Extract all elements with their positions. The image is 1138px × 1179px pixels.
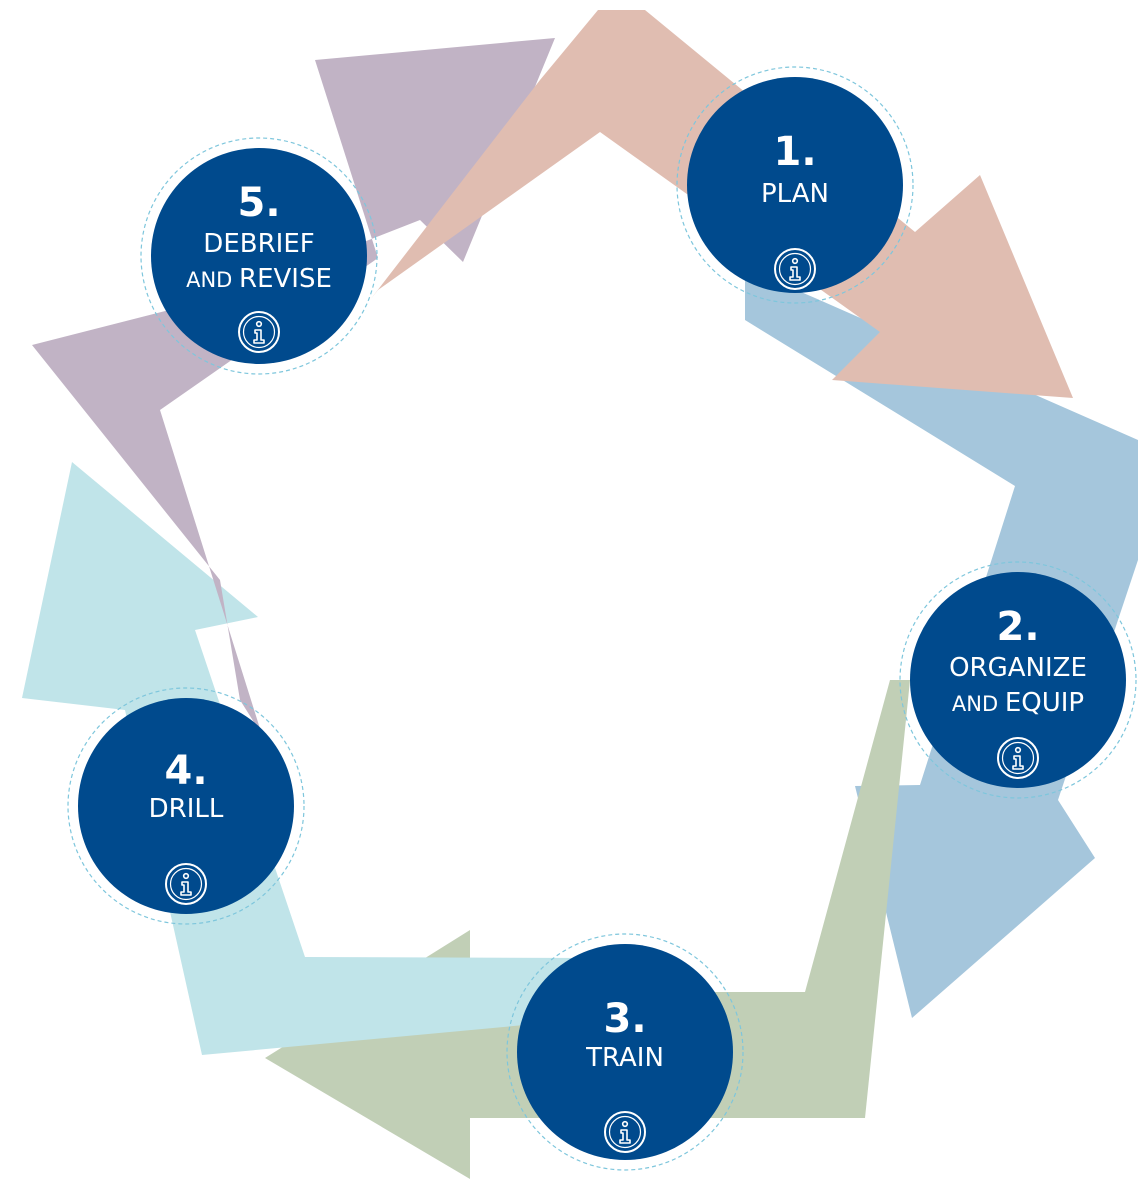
step-organize-and-equip-number: 2.: [996, 604, 1039, 650]
arrow-drill-to-debrief: [22, 462, 600, 1055]
step-train[interactable]: 3. TRAIN: [506, 933, 744, 1171]
step-train-number: 3.: [603, 996, 646, 1042]
step-plan-number: 1.: [773, 129, 816, 175]
step-plan-label: PLAN: [761, 179, 829, 209]
info-icon[interactable]: [238, 311, 280, 353]
step-debrief-and-revise-number: 5.: [237, 180, 280, 226]
arrow-organize-to-train: [745, 268, 1138, 1018]
step-plan-circle: [687, 77, 903, 293]
step-debrief-and-revise-label-line2: AND REVISE: [186, 264, 332, 294]
step-drill-halo: [67, 687, 305, 925]
step-organize-and-equip-label-main: EQUIP: [1005, 688, 1084, 718]
info-icon[interactable]: [997, 737, 1039, 779]
step-debrief-and-revise[interactable]: 5. DEBRIEF AND REVISE: [140, 137, 378, 375]
step-debrief-and-revise-label-line1: DEBRIEF: [203, 229, 314, 259]
step-drill[interactable]: 4. DRILL: [67, 687, 305, 925]
step-debrief-and-revise-halo: [140, 137, 378, 375]
arrow-debrief-to-plan: [32, 38, 555, 735]
step-drill-number: 4.: [164, 748, 207, 794]
step-train-label: TRAIN: [585, 1043, 664, 1073]
step-train-halo: [506, 933, 744, 1171]
step-organize-and-equip[interactable]: 2. ORGANIZE AND EQUIP: [899, 561, 1137, 799]
step-train-circle: [517, 944, 733, 1160]
info-icon[interactable]: [165, 863, 207, 905]
info-icon[interactable]: [774, 248, 816, 290]
step-debrief-and-revise-label-main: REVISE: [239, 264, 332, 294]
step-drill-label: DRILL: [149, 794, 224, 824]
step-plan[interactable]: 1. PLAN: [676, 66, 914, 304]
step-debrief-and-revise-label-prefix: AND: [186, 268, 239, 292]
step-organize-and-equip-label-line2: AND EQUIP: [952, 688, 1084, 718]
info-icon[interactable]: [604, 1111, 646, 1153]
step-organize-and-equip-halo: [899, 561, 1137, 799]
step-plan-halo: [676, 66, 914, 304]
step-organize-and-equip-circle: [910, 572, 1126, 788]
step-organize-and-equip-label-prefix: AND: [952, 692, 1005, 716]
step-organize-and-equip-label-line1: ORGANIZE: [949, 653, 1087, 683]
step-circles: 1. PLAN 2. ORGANIZE AND EQUIP: [67, 66, 1137, 1171]
arrow-train-to-drill: [265, 680, 910, 1179]
step-debrief-and-revise-circle: [151, 148, 367, 364]
step-drill-circle: [78, 698, 294, 914]
